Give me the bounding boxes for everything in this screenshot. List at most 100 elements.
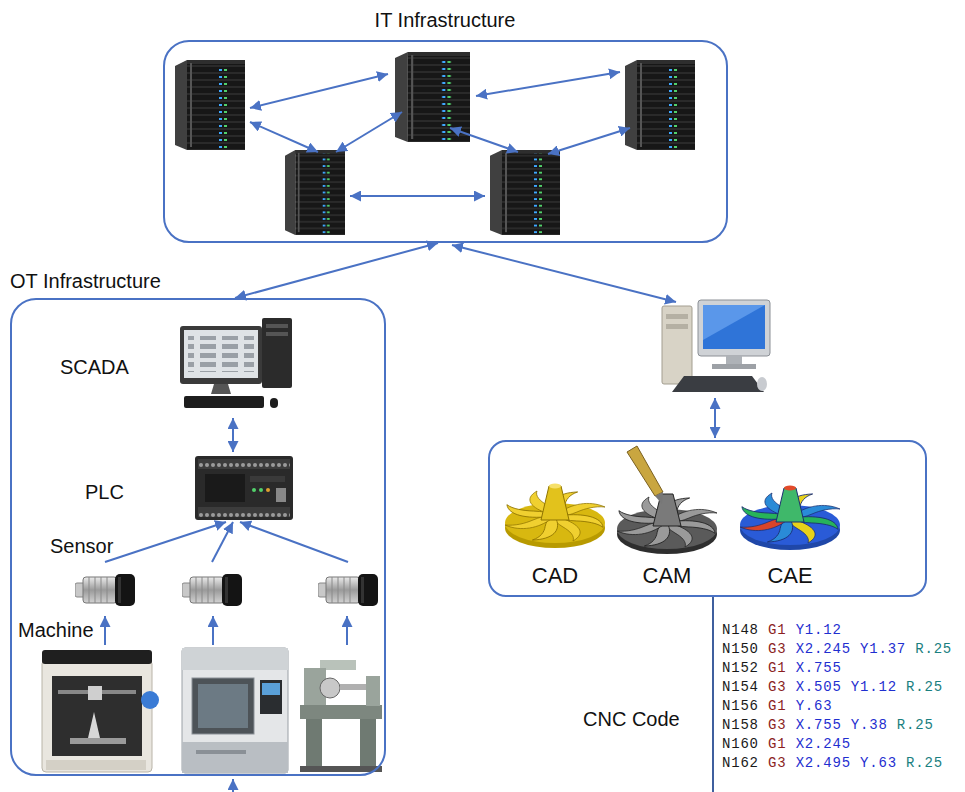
network-arrow bbox=[548, 128, 630, 154]
cnc-code-line: N152 G1 X.755 bbox=[722, 660, 842, 677]
code-token: G1 bbox=[768, 736, 786, 752]
code-token bbox=[759, 679, 768, 695]
code-token: R.25 bbox=[897, 717, 934, 733]
connector-line bbox=[212, 616, 214, 645]
code-token bbox=[759, 660, 768, 676]
node-label: IT Infrastructure bbox=[375, 8, 516, 32]
scada-node: SCADA bbox=[55, 318, 295, 418]
cnc-code-line: N148 G1 Y1.12 bbox=[722, 622, 842, 639]
sensor-node: Sensor bbox=[40, 562, 385, 616]
server-rack bbox=[490, 150, 560, 235]
code-leader-line bbox=[712, 597, 714, 792]
code-token bbox=[786, 755, 795, 771]
code-token: Y1.12 bbox=[851, 679, 897, 695]
server-links bbox=[250, 72, 630, 196]
code-token bbox=[906, 641, 915, 657]
code-token: Y1.37 bbox=[860, 641, 906, 657]
code-token bbox=[842, 679, 851, 695]
node-label: Sensor bbox=[50, 534, 113, 558]
sensor-icon bbox=[75, 574, 135, 606]
sensor-icon bbox=[318, 574, 378, 606]
code-token: G1 bbox=[768, 660, 786, 676]
code-token bbox=[786, 641, 795, 657]
code-token bbox=[888, 717, 897, 733]
network-arrow bbox=[350, 195, 485, 197]
connector bbox=[105, 616, 347, 645]
code-token: R.25 bbox=[915, 641, 952, 657]
code-token: G3 bbox=[768, 717, 786, 733]
code-token: Y1.12 bbox=[796, 622, 842, 638]
network-arrow bbox=[452, 245, 676, 302]
code-token: N154 bbox=[722, 679, 759, 695]
machine-node: Machine bbox=[15, 645, 383, 773]
scada-computer bbox=[180, 318, 292, 408]
network-arrow bbox=[714, 398, 716, 438]
code-token: X2.245 bbox=[796, 736, 851, 752]
connector-line bbox=[104, 616, 106, 645]
network-arrow bbox=[450, 128, 518, 152]
code-token: N148 bbox=[722, 622, 759, 638]
3d-printer bbox=[42, 650, 159, 772]
code-token: G3 bbox=[768, 679, 786, 695]
code-token bbox=[786, 660, 795, 676]
node-label: SCADA bbox=[60, 355, 129, 379]
connector-line bbox=[235, 243, 438, 298]
network-arrow bbox=[476, 72, 620, 96]
code-token: X.505 bbox=[796, 679, 842, 695]
code-token: X.755 bbox=[796, 717, 842, 733]
cae-impeller bbox=[737, 486, 843, 551]
code-token: N162 bbox=[722, 755, 759, 771]
code-token bbox=[759, 622, 768, 638]
code-token bbox=[759, 717, 768, 733]
cnc-code-line: N154 G3 X.505 Y1.12 R.25 bbox=[722, 679, 943, 696]
sensor-icon bbox=[182, 574, 242, 606]
desktop-computer bbox=[662, 300, 770, 392]
code-token: G3 bbox=[768, 755, 786, 771]
node-label: CAD bbox=[532, 563, 578, 589]
code-token: N156 bbox=[722, 698, 759, 714]
code-token bbox=[759, 641, 768, 657]
network-arrow bbox=[336, 112, 402, 152]
code-token bbox=[851, 755, 860, 771]
code-token: R.25 bbox=[906, 755, 943, 771]
connector-line bbox=[346, 616, 348, 645]
code-token: X2.495 bbox=[796, 755, 851, 771]
cnc-code-line: N162 G3 X2.495 Y.63 R.25 bbox=[722, 755, 943, 772]
cnc-code-line: N150 G3 X2.245 Y1.37 R.25 bbox=[722, 641, 952, 658]
caption-label: CNC Code bbox=[583, 707, 680, 731]
code-token bbox=[786, 679, 795, 695]
connector bbox=[235, 243, 438, 298]
connector-line bbox=[232, 418, 234, 452]
ot-infrastructure-box: OT InfrastructureSCADAPLCSensorMachine bbox=[10, 298, 386, 776]
code-token bbox=[759, 698, 768, 714]
code-token: R.25 bbox=[906, 679, 943, 695]
cam-impeller bbox=[614, 446, 720, 554]
cax-software-box: CAD CAM CAE bbox=[488, 440, 927, 597]
code-token bbox=[786, 736, 795, 752]
plc-node: PLC bbox=[80, 452, 295, 522]
code-token: G1 bbox=[768, 622, 786, 638]
node-label: Machine bbox=[18, 618, 94, 642]
cnc-code-line: N158 G3 X.755 Y.38 R.25 bbox=[722, 717, 934, 734]
code-token bbox=[759, 736, 768, 752]
cnc-code-line: N160 G1 X2.245 bbox=[722, 736, 851, 753]
code-token: G3 bbox=[768, 641, 786, 657]
sensor-group bbox=[75, 574, 378, 606]
cad-impeller bbox=[502, 484, 608, 549]
connector-line bbox=[240, 522, 348, 562]
code-token: X.755 bbox=[796, 660, 842, 676]
it-infrastructure-box: IT Infrastructure bbox=[163, 40, 728, 243]
code-token: G1 bbox=[768, 698, 786, 714]
code-token: N158 bbox=[722, 717, 759, 733]
node-label: CAE bbox=[767, 563, 812, 589]
code-token: N152 bbox=[722, 660, 759, 676]
code-token bbox=[786, 622, 795, 638]
code-token: Y.63 bbox=[796, 698, 833, 714]
code-token bbox=[786, 698, 795, 714]
node-label: CAM bbox=[643, 563, 692, 589]
code-token bbox=[897, 755, 906, 771]
connector bbox=[105, 522, 348, 562]
server-rack-group bbox=[175, 52, 695, 235]
code-token bbox=[786, 717, 795, 733]
